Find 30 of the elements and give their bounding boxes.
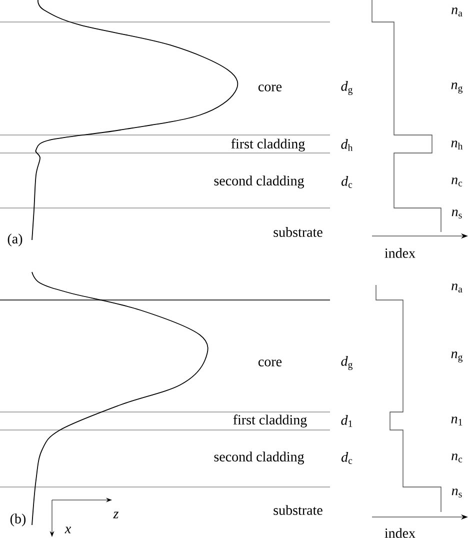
- label: index: [384, 528, 416, 538]
- label: d$_{g}$: [341, 356, 353, 370]
- label: n$_{g}$: [451, 82, 463, 94]
- label: n$_{s}$: [452, 210, 462, 218]
- label: d$_{1}$: [341, 415, 352, 427]
- label: x: [64, 526, 71, 534]
- label: n$_{c}$: [452, 454, 462, 462]
- label: d$_{c}$: [341, 452, 352, 464]
- label: d$_{h}$: [341, 139, 353, 151]
- label: substrate: [274, 505, 322, 515]
- label: n$_{g}$: [451, 352, 463, 362]
- label: core: [258, 360, 282, 366]
- label: d$_{g}$: [341, 81, 353, 95]
- label: core: [258, 84, 282, 92]
- label: n$_{a}$: [452, 284, 462, 292]
- label: second cladding: [214, 452, 304, 464]
- label: n$_{s}$: [452, 488, 462, 498]
- label: n$_{h}$: [451, 140, 463, 150]
- label: n$_{a}$: [452, 8, 462, 16]
- label: first cladding: [231, 138, 305, 152]
- label: second cladding: [214, 176, 304, 188]
- label: d$_{c}$: [341, 176, 352, 188]
- label: index: [384, 248, 416, 258]
- label: (b): [10, 514, 26, 526]
- label: first cladding: [233, 414, 307, 428]
- label: n$_{c}$: [452, 178, 462, 186]
- label: (a): [8, 234, 22, 246]
- label: n$_{1}$: [451, 416, 462, 426]
- label: z: [113, 512, 119, 518]
- label: substrate: [274, 227, 322, 237]
